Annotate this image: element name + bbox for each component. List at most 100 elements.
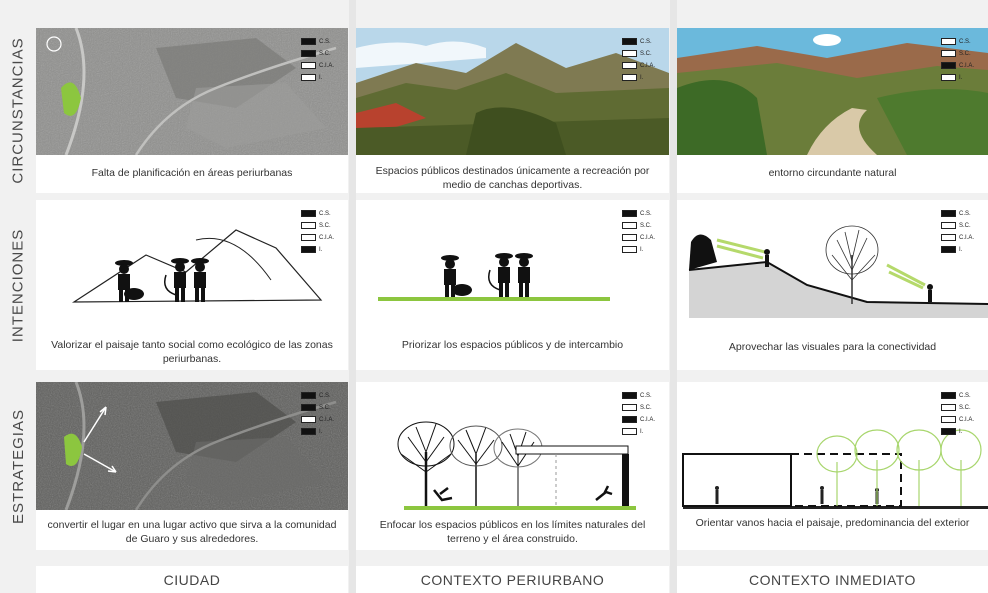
legend-swatch — [622, 416, 637, 423]
legend-item: C.S. — [941, 390, 981, 401]
legend-label: S.C. — [640, 50, 652, 57]
legend-label: I. — [319, 74, 323, 81]
panel-caption: Enfocar los espacios públicos en los lím… — [379, 519, 646, 545]
panel-caption: convertir el lugar en una lugar activo q… — [47, 519, 337, 545]
legend-label: S.C. — [959, 404, 971, 411]
legend-label: C.S. — [640, 38, 652, 45]
legend-label: C.I.A. — [319, 416, 335, 423]
legend: C.S.S.C.C.I.A.I. — [622, 390, 662, 438]
panel-caption: Valorizar el paisaje tanto social como e… — [51, 339, 333, 365]
panel-ciudad-circunstancias: C.S.S.C.C.I.A.I. Falta de planificación … — [36, 28, 348, 193]
legend-item: S.C. — [622, 402, 662, 413]
aerial-photo — [36, 28, 348, 155]
legend-item: S.C. — [301, 220, 341, 231]
legend-label: C.I.A. — [959, 234, 975, 241]
legend-item: C.I.A. — [941, 232, 981, 243]
legend-swatch — [622, 210, 637, 217]
legend-label: I. — [319, 246, 323, 253]
legend-item: S.C. — [941, 48, 981, 59]
legend-item: C.I.A. — [301, 232, 341, 243]
legend-item: S.C. — [622, 48, 662, 59]
legend-swatch — [301, 50, 316, 57]
legend-swatch — [941, 74, 956, 81]
legend-item: C.S. — [622, 36, 662, 47]
legend-item: C.S. — [622, 390, 662, 401]
column-label-contexto-inmediato: CONTEXTO INMEDIATO — [677, 566, 988, 593]
panel-caption: Espacios públicos destinados únicamente … — [375, 165, 650, 191]
legend-label: C.S. — [959, 38, 971, 45]
legend-item: S.C. — [622, 220, 662, 231]
legend-item: I. — [941, 426, 981, 437]
legend: C.S. S.C. C.I.A. I. — [941, 390, 981, 438]
panel-periurbano-circunstancias: C.S. S.C. C.I.A. I. Espacios públicos desti… — [356, 28, 669, 193]
legend: C.S.S.C.C.I.A.I. — [301, 390, 341, 438]
legend-swatch — [301, 234, 316, 241]
legend-item: C.S. — [941, 208, 981, 219]
trees-section-drawing — [356, 382, 669, 512]
legend-label: S.C. — [319, 404, 331, 411]
mountain-photo — [356, 28, 669, 155]
legend-label: C.I.A. — [640, 234, 656, 241]
legend-swatch — [622, 222, 637, 229]
row-label-estrategias: ESTRATEGIAS — [9, 408, 27, 524]
legend-swatch — [301, 38, 316, 45]
legend-item: S.C. — [301, 48, 341, 59]
legend: C.S. S.C. C.I.A. I. — [622, 208, 662, 256]
legend-swatch — [301, 62, 316, 69]
panel-ciudad-intenciones: C.S.S.C.C.I.A.I. Valorizar el paisaje ta… — [36, 200, 348, 370]
legend-item: I. — [622, 244, 662, 255]
legend: C.S.S.C.C.I.A.I. — [941, 36, 981, 84]
legend-label: I. — [319, 428, 323, 435]
legend-swatch — [941, 416, 956, 423]
legend-item: I. — [941, 72, 981, 83]
legend-swatch — [622, 404, 637, 411]
legend-swatch — [622, 392, 637, 399]
panel-caption: Priorizar los espacios públicos y de int… — [401, 339, 624, 351]
column-label-contexto-periurbano: CONTEXTO PERIURBANO — [356, 566, 669, 593]
legend-label: C.S. — [959, 392, 971, 399]
column-divider — [670, 0, 677, 593]
legend-label: C.S. — [959, 210, 971, 217]
terrain-section-drawing — [677, 200, 988, 318]
people-mountain-drawing — [36, 200, 348, 318]
legend-swatch — [301, 74, 316, 81]
legend: C.S.S.C.C.I.A.I. — [301, 36, 341, 84]
legend-swatch — [941, 392, 956, 399]
legend-label: I. — [640, 246, 644, 253]
legend-label: C.I.A. — [319, 234, 335, 241]
legend-label: S.C. — [640, 404, 652, 411]
legend-label: S.C. — [319, 222, 331, 229]
legend-item: C.I.A. — [622, 60, 662, 71]
legend-swatch — [941, 428, 956, 435]
row-label-intenciones: INTENCIONES — [9, 228, 27, 342]
legend-swatch — [941, 62, 956, 69]
panel-caption: Falta de planificación en áreas periurba… — [91, 167, 293, 179]
legend-label: C.S. — [640, 210, 652, 217]
aerial-arrows-photo — [36, 382, 348, 510]
legend-item: I. — [941, 244, 981, 255]
legend-label: S.C. — [959, 222, 971, 229]
legend: C.S. S.C. C.I.A. I. — [622, 36, 662, 84]
legend-label: S.C. — [319, 50, 331, 57]
legend-label: C.I.A. — [959, 416, 975, 423]
legend-swatch — [622, 428, 637, 435]
legend-label: S.C. — [640, 222, 652, 229]
legend-item: S.C. — [301, 402, 341, 413]
panel-caption: entorno circundante natural — [768, 167, 897, 179]
row-label-circunstancias: CIRCUNSTANCIAS — [9, 37, 27, 184]
legend-swatch — [941, 222, 956, 229]
legend-label: C.I.A. — [640, 416, 656, 423]
legend-swatch — [301, 210, 316, 217]
panel-inmediato-circunstancias: C.S.S.C.C.I.A.I. entorno circundante nat… — [677, 28, 988, 193]
legend-item: C.I.A. — [301, 414, 341, 425]
legend-item: C.I.A. — [941, 414, 981, 425]
panel-inmediato-intenciones: C.S.S.C.C.I.A.I. Aprovechar las visuales… — [677, 200, 988, 370]
legend-label: I. — [959, 74, 963, 81]
legend-swatch — [301, 404, 316, 411]
legend-label: C.I.A. — [319, 62, 335, 69]
legend-label: I. — [640, 74, 644, 81]
legend-swatch — [622, 234, 637, 241]
legend-swatch — [941, 404, 956, 411]
legend-item: C.I.A. — [622, 232, 662, 243]
legend-item: C.I.A. — [622, 414, 662, 425]
